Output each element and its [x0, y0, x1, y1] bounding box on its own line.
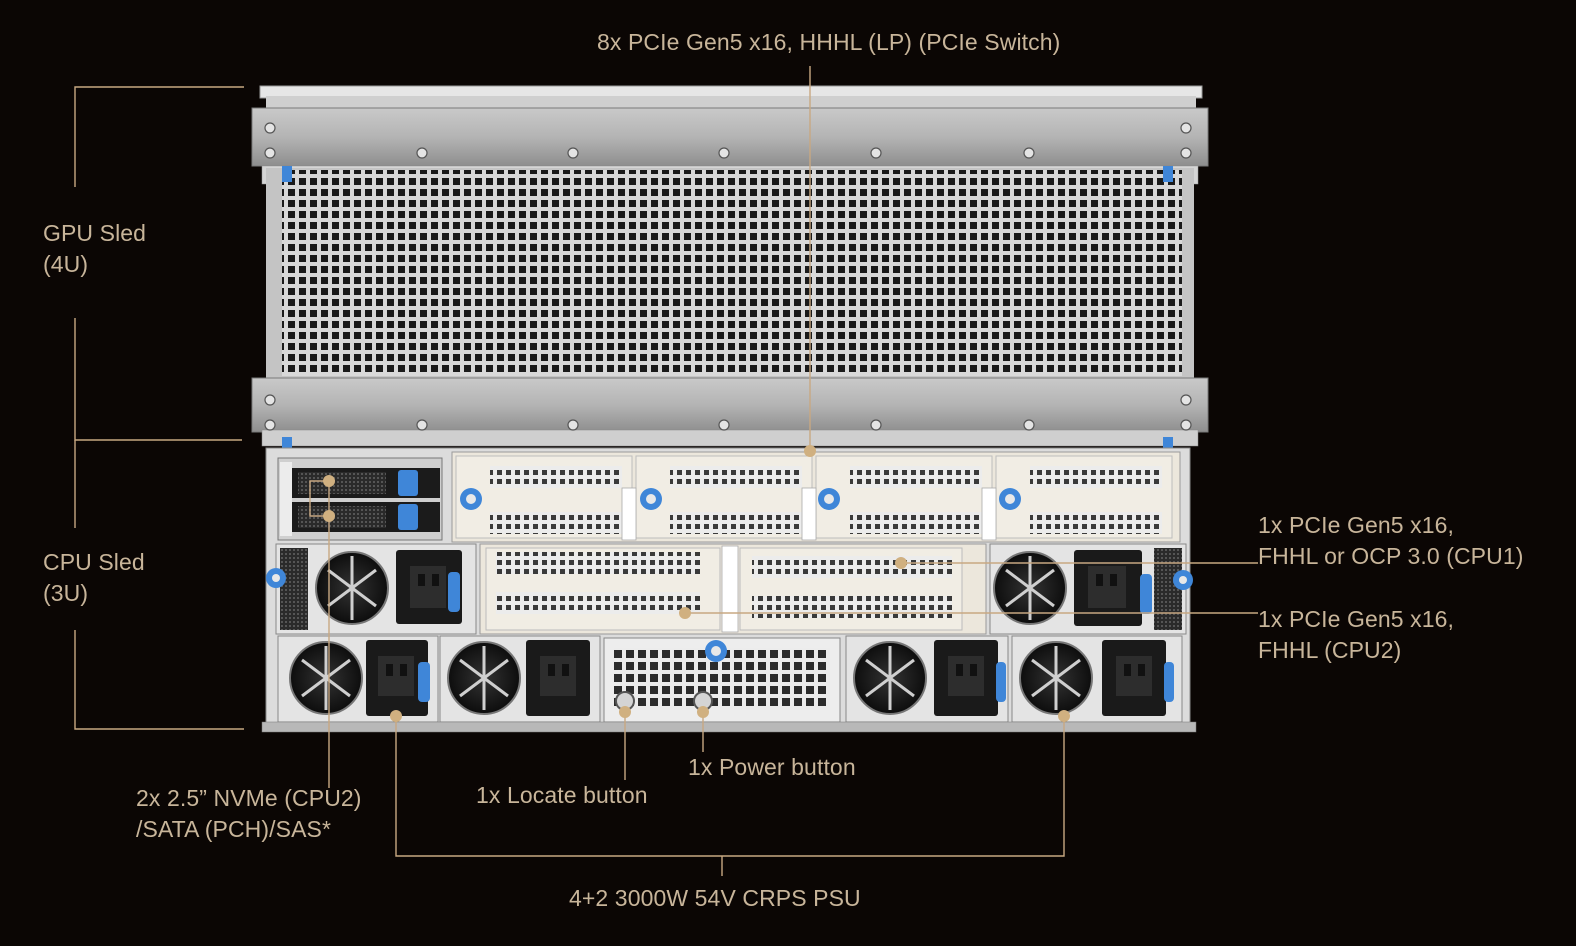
label-cpu-sled: CPU Sled (3U) — [43, 547, 145, 609]
pcie-cpu-slots[interactable] — [479, 543, 987, 635]
label-gpu-sled-name: GPU Sled — [43, 220, 147, 246]
label-locate-button: 1x Locate button — [476, 782, 648, 808]
psu-module[interactable] — [277, 635, 439, 723]
label-pcie-cpu2: 1x PCIe Gen5 x16, FHHL (CPU2) — [1258, 604, 1454, 666]
nvme-drive-bays[interactable] — [277, 457, 443, 541]
label-psu: 4+2 3000W 54V CRPS PSU — [569, 885, 861, 911]
thumb-screw-icon[interactable] — [460, 488, 1021, 510]
label-pcie-switch: 8x PCIe Gen5 x16, HHHL (LP) (PCIe Switch… — [597, 29, 1061, 55]
label-gpu-sled-size: (4U) — [43, 251, 89, 277]
label-pcie-cpu1-line2: FHHL or OCP 3.0 (CPU1) — [1258, 543, 1524, 569]
callout-dots — [323, 445, 1070, 722]
label-cpu-sled-size: (3U) — [43, 580, 89, 606]
psu-module[interactable] — [439, 635, 601, 723]
label-nvme-line1: 2x 2.5” NVMe (CPU2) — [136, 785, 362, 811]
label-pcie-cpu1: 1x PCIe Gen5 x16, FHHL or OCP 3.0 (CPU1) — [1258, 510, 1524, 572]
cpu-sled — [261, 447, 1197, 733]
callout-lines — [74, 66, 1258, 876]
label-pcie-cpu1-line1: 1x PCIe Gen5 x16, — [1258, 512, 1455, 538]
pcie-switch-slots[interactable] — [451, 451, 1181, 543]
gpu-fan-mesh — [282, 170, 1182, 376]
psu-module[interactable] — [845, 635, 1009, 723]
label-power-button: 1x Power button — [688, 754, 856, 780]
label-pcie-cpu2-line1: 1x PCIe Gen5 x16, — [1258, 606, 1455, 632]
label-gpu-sled: GPU Sled (4U) — [43, 218, 146, 280]
label-nvme-line2: /SATA (PCH)/SAS* — [136, 816, 332, 842]
control-panel — [603, 637, 841, 723]
psu-module[interactable] — [989, 543, 1193, 635]
psu-module[interactable] — [266, 543, 477, 635]
label-nvme: 2x 2.5” NVMe (CPU2) /SATA (PCH)/SAS* — [136, 783, 362, 845]
psu-module[interactable] — [1011, 635, 1183, 723]
gpu-sled — [251, 85, 1209, 451]
label-cpu-sled-name: CPU Sled — [43, 549, 145, 575]
label-pcie-cpu2-line2: FHHL (CPU2) — [1258, 637, 1402, 663]
